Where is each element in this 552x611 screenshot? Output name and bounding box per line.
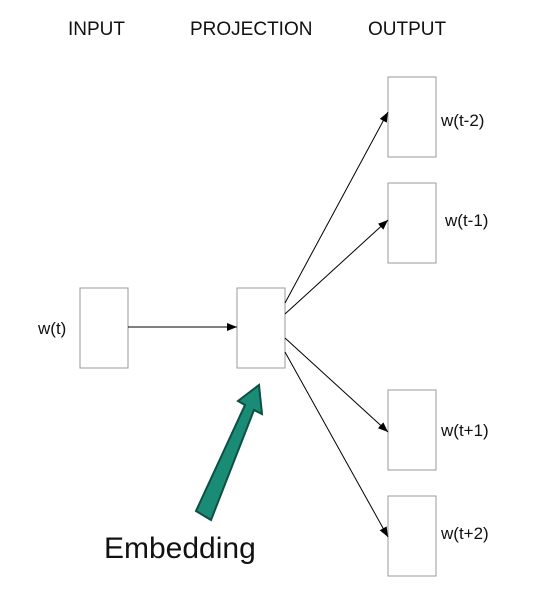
- output-label-t-minus-2: w(t-2): [440, 111, 484, 130]
- input-node-label: w(t): [37, 319, 66, 338]
- edge-projection-to-t-plus-2: [284, 351, 389, 538]
- projection-node: [236, 287, 286, 369]
- edge-projection-to-t-minus-2: [284, 111, 389, 304]
- output-node-t-minus-1: [387, 182, 437, 264]
- output-label-t-plus-1: w(t+1): [440, 421, 489, 440]
- embedding-pointer-arrow: [194, 383, 264, 522]
- output-header: OUTPUT: [368, 19, 447, 40]
- output-label-t-plus-2: w(t+2): [440, 524, 489, 543]
- output-node-t-minus-2: [387, 76, 437, 158]
- projection-header: PROJECTION: [190, 19, 312, 40]
- input-node: [79, 287, 129, 369]
- edge-projection-to-t-plus-1: [284, 337, 389, 433]
- output-node-t-plus-1: [387, 389, 437, 471]
- embedding-label: Embedding: [104, 532, 256, 565]
- input-header: INPUT: [68, 19, 125, 40]
- output-node-t-plus-2: [387, 495, 437, 577]
- edge-projection-to-t-minus-1: [284, 219, 389, 315]
- output-label-t-minus-1: w(t-1): [444, 211, 488, 230]
